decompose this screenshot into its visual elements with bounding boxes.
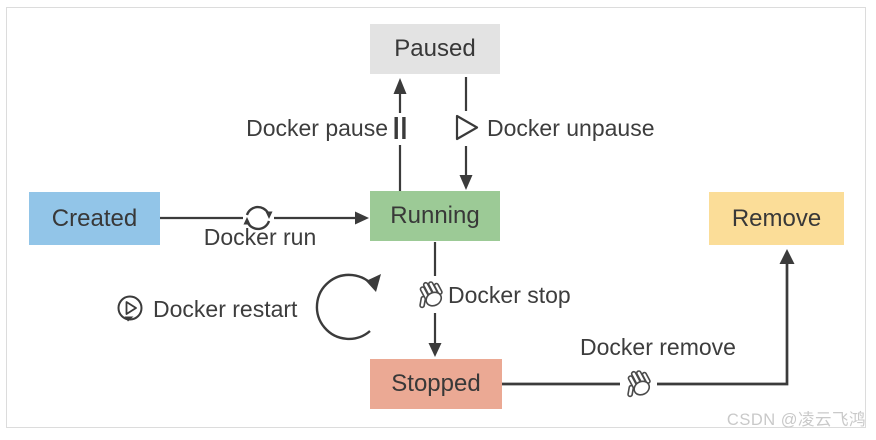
pause-icon bbox=[394, 117, 406, 139]
state-node-remove: Remove bbox=[709, 192, 844, 245]
edge-unpause-arrow bbox=[455, 77, 479, 190]
state-node-running: Running bbox=[370, 191, 500, 241]
state-node-paused: Paused bbox=[370, 24, 500, 74]
edge-remove-arrow bbox=[502, 249, 795, 403]
state-label-paused: Paused bbox=[394, 35, 476, 62]
edge-pause-arrow bbox=[393, 78, 407, 191]
edge-label-docker-run: Docker run bbox=[203, 224, 317, 250]
state-node-stopped: Stopped bbox=[370, 359, 502, 409]
restart-icon bbox=[117, 295, 143, 322]
state-node-created: Created bbox=[29, 192, 160, 245]
edge-label-docker-unpause: Docker unpause bbox=[487, 115, 655, 141]
edge-restart-loop bbox=[117, 273, 381, 341]
hand-icon bbox=[617, 365, 656, 403]
state-label-created: Created bbox=[51, 204, 138, 232]
hand-icon bbox=[409, 276, 448, 314]
edge-label-docker-pause: Docker pause bbox=[246, 115, 388, 141]
edge-stop-arrow bbox=[409, 242, 448, 357]
watermark-text: CSDN @凌云飞鸿 bbox=[726, 411, 866, 429]
sync-icon bbox=[243, 205, 273, 231]
state-label-remove: Remove bbox=[731, 204, 822, 232]
play-icon bbox=[455, 114, 479, 141]
edge-run-arrow bbox=[160, 205, 369, 231]
edge-label-docker-stop: Docker stop bbox=[448, 282, 571, 308]
state-label-stopped: Stopped bbox=[391, 370, 481, 397]
edge-label-docker-restart: Docker restart bbox=[153, 296, 298, 322]
edge-label-docker-remove: Docker remove bbox=[580, 334, 736, 360]
state-label-running: Running bbox=[390, 202, 480, 229]
